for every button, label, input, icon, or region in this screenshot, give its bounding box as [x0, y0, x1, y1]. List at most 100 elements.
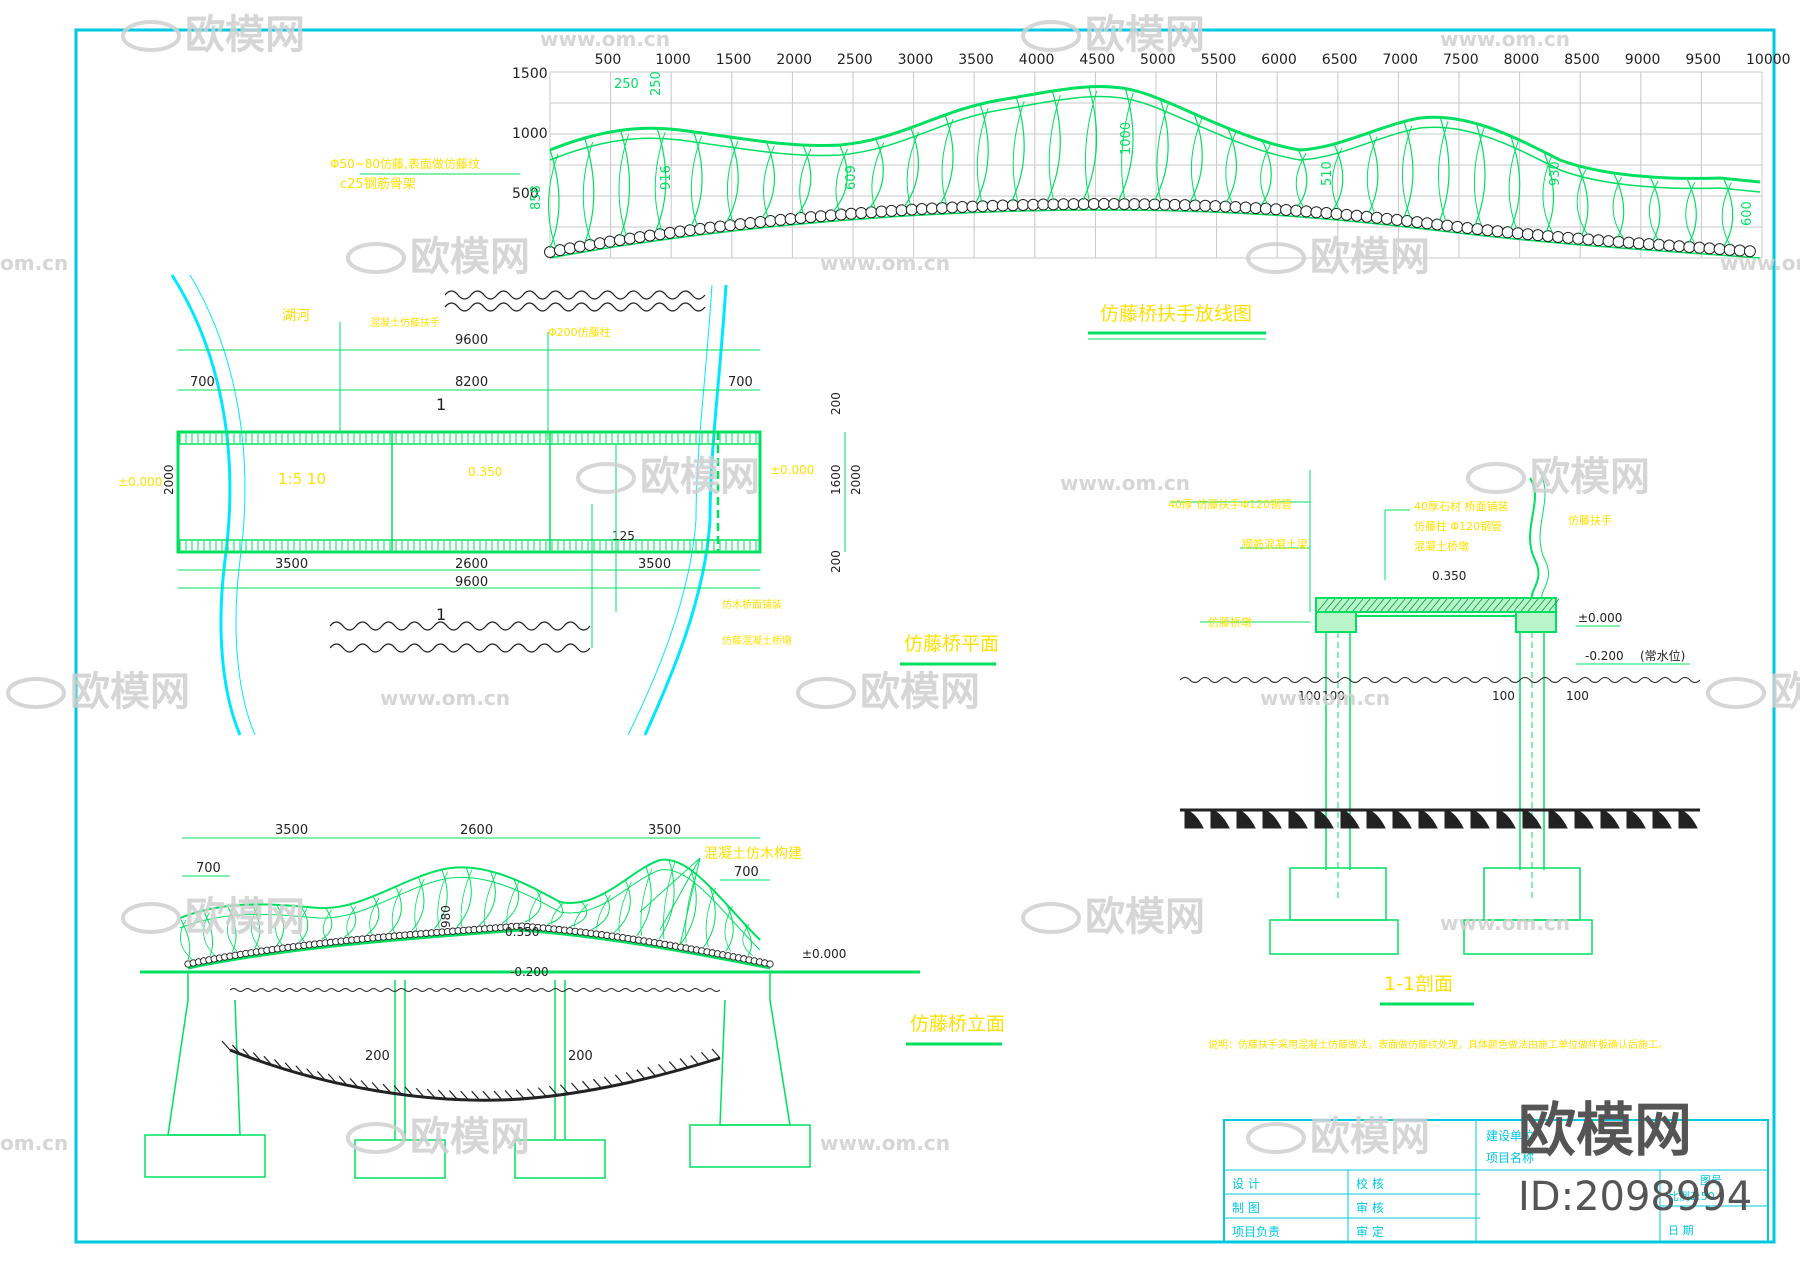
elev-vine: [546, 900, 564, 925]
railing-vine: [871, 142, 885, 209]
section-deck-hatch-line: [1338, 598, 1350, 612]
elev-vine: [640, 868, 653, 936]
watermark-url: www.om.cn: [540, 27, 670, 51]
section-deck-hatch-line: [1415, 598, 1427, 612]
tb-lead: 项目负责: [1232, 1225, 1280, 1239]
section-ground-tooth: [1418, 809, 1438, 829]
bridge-elevation-drawing: 3500 2600 3500 700 700 980 0.350 -0.200 …: [140, 823, 1005, 1179]
railing-vine: [976, 107, 989, 203]
railing-pebble: [1067, 198, 1080, 211]
water-wave: [1179, 677, 1701, 683]
section-deck-hatch-line: [1534, 598, 1546, 612]
watermark-url: www.om.cn: [1260, 686, 1390, 710]
elev-vine: [202, 910, 214, 956]
section-ground-tooth: [1210, 809, 1230, 829]
tb-design: 设 计: [1232, 1177, 1260, 1191]
watermark-brand: 欧模网: [1310, 1114, 1430, 1160]
watermark-logo-icon: [1021, 902, 1081, 934]
railing-pebble: [1118, 198, 1131, 211]
railing-vine: [835, 148, 849, 212]
railing-vine: [1401, 125, 1413, 217]
plan-note-c: 仿木桥面铺装: [722, 598, 782, 611]
section-beam-left: [1315, 611, 1357, 633]
railing-x-label: 4500: [1079, 52, 1115, 68]
section-deck-hatch-line: [1345, 598, 1357, 612]
section-ground-tooth: [1392, 809, 1412, 829]
elev-vine: [742, 924, 754, 956]
section-deck-hatch-line: [1373, 598, 1385, 612]
railing-pebble: [1350, 209, 1363, 222]
elev-abutment-right: [719, 972, 791, 1126]
section-deck-hatch-line: [1443, 598, 1455, 612]
watermark-brand: 欧模网: [70, 669, 190, 715]
elev-bed-hatch-line: [393, 1085, 403, 1095]
railing-pebble: [573, 240, 586, 253]
railing-vine: [548, 153, 559, 249]
watermark-url: www.om.cn: [820, 251, 950, 275]
railing-dim-600: 600: [1740, 201, 1755, 226]
section-ground-tooth: [1548, 809, 1568, 829]
railing-pebble: [1148, 198, 1161, 211]
railing-pebble: [1057, 198, 1070, 211]
plan-dim-bottom-2: 2600: [455, 557, 488, 572]
section-deck-hatch-line: [1527, 598, 1539, 612]
elev-vine: [591, 892, 610, 930]
elev-dim-left: 700: [196, 861, 221, 876]
elev-vine: [321, 907, 333, 940]
railing-vine: [726, 140, 739, 222]
railing-vine: [1437, 121, 1449, 221]
railing-pebble: [1501, 226, 1514, 239]
railing-pebble: [966, 200, 979, 213]
railing-vine: [1154, 99, 1169, 201]
watermark-url: www.om.cn: [1060, 471, 1190, 495]
railing-pebble: [754, 215, 767, 228]
elev-bed-hatch-line: [252, 1052, 262, 1063]
railing-pebble: [1300, 205, 1313, 218]
railing-x-label: 500: [595, 52, 622, 68]
section-deck-hatch-line: [1541, 598, 1553, 612]
section-ground-tooth: [1600, 809, 1620, 829]
railing-pebble: [1511, 227, 1524, 240]
elev-bed-hatch-line: [242, 1048, 252, 1059]
section-deck-hatch-line: [1324, 598, 1336, 612]
section-deck-hatch-line: [1492, 598, 1504, 612]
railing-x-label: 7500: [1443, 52, 1479, 68]
railing-pebble: [1178, 199, 1191, 212]
railing-pebble: [1491, 225, 1504, 238]
title-block: 建设单位 项目名称 设 计 制 图 项目负责 校 核 审 核 审 定 比例1:5…: [1223, 1119, 1769, 1243]
tb-project: 建设单位: [1486, 1128, 1534, 1143]
railing-vine-posts: [548, 86, 1734, 249]
elev-vine: [569, 901, 588, 928]
section-deck-hatch-line: [1450, 598, 1462, 612]
railing-pebble: [1158, 198, 1171, 211]
elev-vine: [434, 869, 448, 929]
section-deck-hatch-line: [1366, 598, 1378, 612]
section-deck-hatch-line: [1352, 598, 1364, 612]
railing-vine: [939, 114, 954, 205]
elev-bed-hatch-line: [482, 1090, 492, 1101]
elev-water-waves: [229, 988, 721, 992]
elev-railing-top-curve-2: [179, 869, 761, 951]
elev-vine: [574, 903, 589, 927]
plan-section-mark-top: 1: [436, 395, 446, 414]
section-ground-tooth: [1470, 809, 1490, 829]
railing-top-curve-inner: [549, 95, 1761, 193]
water-wave: [329, 643, 591, 653]
elev-bed-hatch-line: [274, 1059, 283, 1069]
elev-bed-hatch-line: [548, 1085, 558, 1096]
elev-vine: [369, 898, 380, 935]
watermark-logo-icon: [796, 677, 856, 709]
railing-pebble: [895, 204, 908, 217]
section-railing-post-2: [1539, 471, 1549, 599]
railing-vine: [1225, 131, 1237, 203]
section-elev-m0200: -0.200: [1585, 649, 1624, 663]
elev-dim-top-1: 3500: [275, 823, 308, 838]
tb-check: 校 核: [1356, 1176, 1384, 1191]
elev-footing-right: [689, 1124, 811, 1168]
railing-pebble: [1108, 198, 1121, 211]
railing-pebble: [1663, 239, 1676, 252]
elev-vine: [251, 906, 261, 949]
section-deck-hatch-line: [1429, 598, 1441, 612]
section-water-waves: [1179, 677, 1701, 683]
